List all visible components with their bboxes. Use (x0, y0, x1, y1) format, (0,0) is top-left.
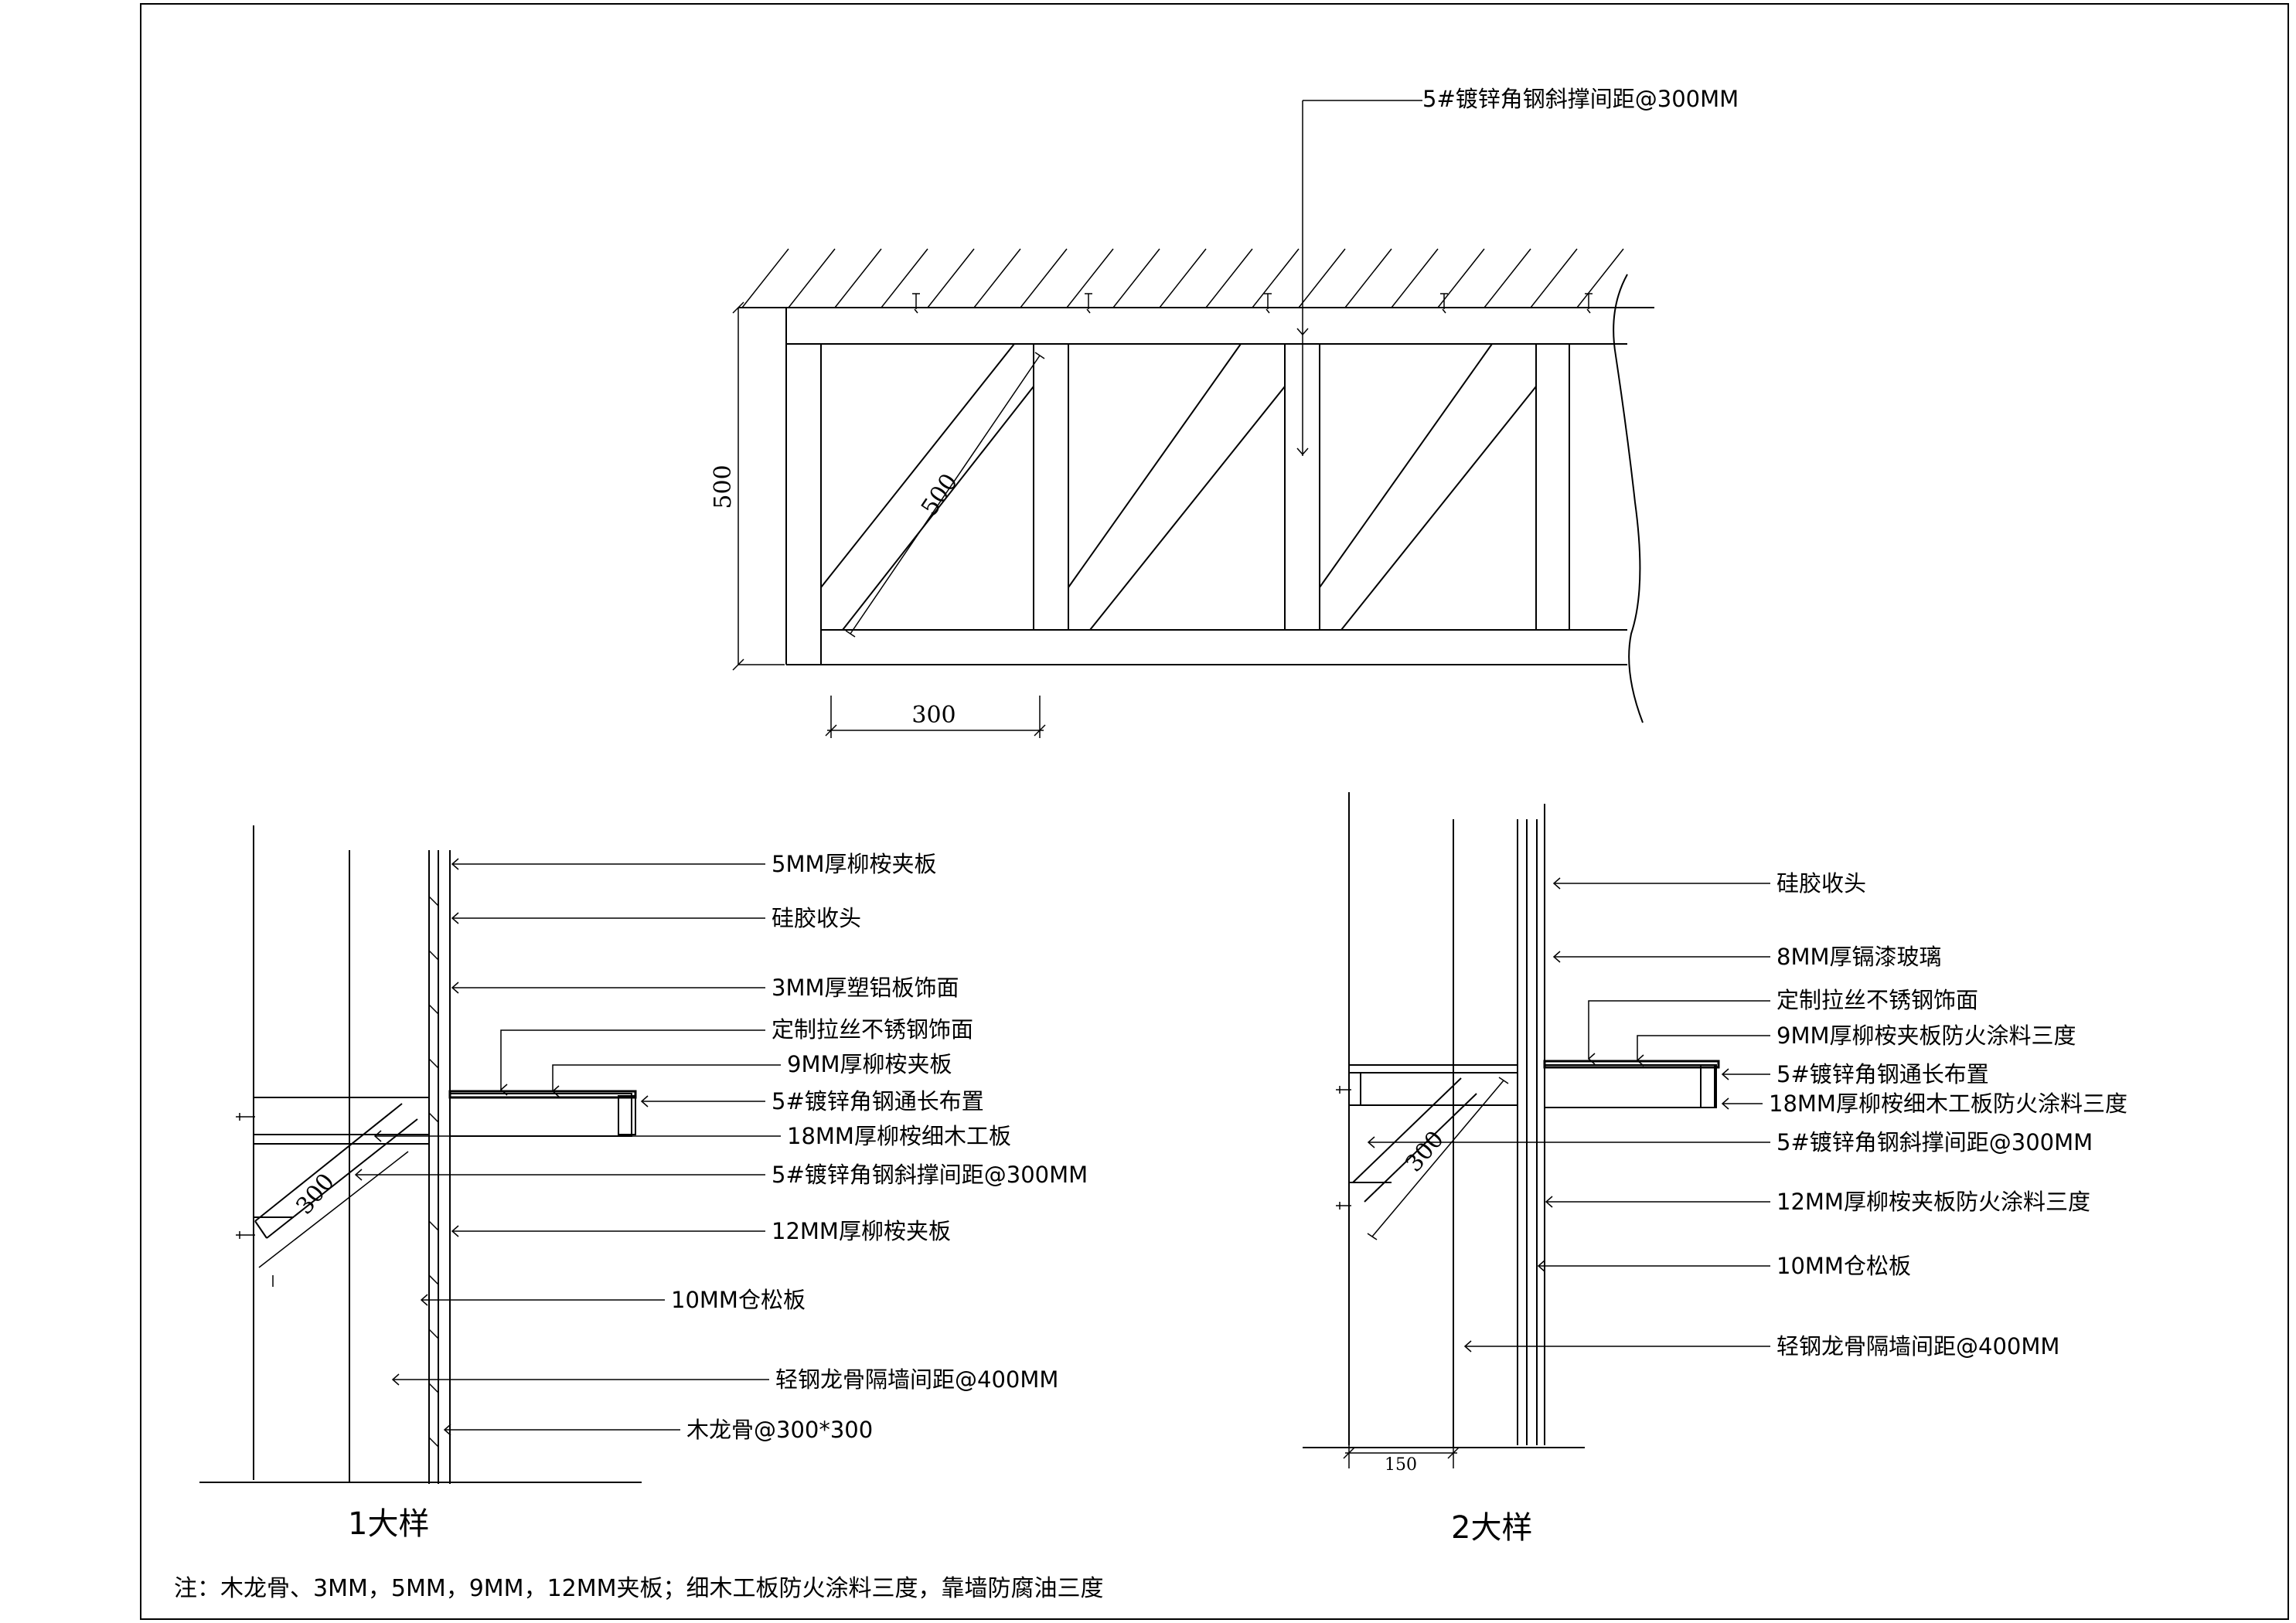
detail-2-brace (1349, 1077, 1477, 1203)
detail-2-bolts (1336, 1086, 1351, 1210)
detail_2-label-2: 定制拉丝不锈钢饰面 (1777, 987, 1978, 1013)
detail_2-label-5: 18MM厚柳桉细木工板防火涂料三度 (1769, 1091, 2127, 1117)
detail_1-arrow-5 (640, 1095, 649, 1108)
detail_2-label-3: 9MM厚柳桉夹板防火涂料三度 (1777, 1022, 2076, 1049)
dim-height-text: 500 (710, 464, 737, 509)
detail_2-arrow-4 (1721, 1068, 1729, 1080)
detail_1-arrow-11 (443, 1424, 451, 1436)
detail-1-leaders (354, 858, 781, 1436)
detail_2-label-8: 10MM仓松板 (1777, 1253, 1911, 1279)
ceiling-hatch (738, 248, 1654, 308)
detail_2-label-7: 12MM厚柳桉夹板防火涂料三度 (1777, 1189, 2090, 1215)
detail_1-arrow-1 (451, 912, 459, 924)
detail_1-label-2: 3MM厚塑铝板饰面 (772, 975, 959, 1001)
detail-2-dim-300 (1367, 1077, 1509, 1240)
detail_1-label-0: 5MM厚柳桉夹板 (772, 851, 937, 877)
detail-1-dim-300 (258, 1151, 409, 1268)
detail_1-arrow-10 (391, 1373, 400, 1386)
detail_1-leader-4 (552, 1064, 781, 1091)
detail_1-arrow-4 (551, 1085, 560, 1097)
detail-2-dim-text: 300 (1400, 1126, 1449, 1177)
detail_2-label-0: 硅胶收头 (1777, 870, 1866, 897)
detail_2-arrow-5 (1721, 1097, 1729, 1110)
top-callout-leader (1296, 100, 1422, 456)
detail-1-brace (254, 1103, 418, 1239)
detail-1-title: 1大样 (348, 1506, 429, 1542)
detail-2-wall (1303, 792, 1585, 1448)
detail_2-arrow-3 (1636, 1054, 1644, 1067)
detail_1-label-1: 硅胶收头 (772, 905, 861, 931)
detail_1-arrow-7 (354, 1169, 363, 1181)
detail_1-label-4: 9MM厚柳桉夹板 (787, 1051, 952, 1077)
steel-frame (785, 308, 1627, 665)
detail_2-leader-3 (1637, 1035, 1770, 1060)
dim-300-horizontal (825, 696, 1046, 738)
general-note: 注：木龙骨、3MM，5MM，9MM，12MM夹板；细木工板防火涂料三度，靠墙防腐… (174, 1575, 1104, 1602)
dim-500-diagonal (845, 352, 1045, 638)
detail-2-title: 2大样 (1451, 1510, 1532, 1546)
detail_1-arrow-0 (451, 858, 459, 870)
detail-1-wall (199, 825, 642, 1484)
detail-1-dim-text: 300 (291, 1169, 340, 1220)
detail_1-label-6: 18MM厚柳桉细木工板 (787, 1123, 1011, 1149)
dim-diagonal-text: 500 (916, 469, 963, 521)
detail_1-label-5: 5#镀锌角钢通长布置 (772, 1088, 984, 1114)
detail_1-label-11: 木龙骨@300*300 (686, 1417, 873, 1443)
detail_1-arrow-6 (373, 1130, 382, 1142)
detail_2-arrow-9 (1463, 1340, 1472, 1352)
detail-1-shelf (254, 1090, 637, 1145)
break-line (1613, 274, 1644, 723)
detail_2-arrow-7 (1545, 1196, 1553, 1208)
detail_2-arrow-1 (1552, 951, 1561, 963)
detail_1-arrow-9 (420, 1294, 428, 1306)
detail_2-leader-2 (1588, 1000, 1770, 1059)
dim-500-vertical (732, 301, 785, 671)
top-elevation: 500 500 300 5#镀锌角钢斜撑间距@300MM (710, 86, 1739, 738)
detail_2-label-1: 8MM厚镉漆玻璃 (1777, 944, 1942, 970)
detail_1-arrow-8 (451, 1225, 459, 1237)
detail_1-leader-3 (500, 1029, 765, 1090)
detail-2-leaders (1367, 877, 1770, 1352)
detail_1-arrow-3 (499, 1084, 508, 1096)
detail_1-label-7: 5#镀锌角钢斜撑间距@300MM (772, 1162, 1088, 1188)
detail-1-bolts (236, 1113, 274, 1287)
detail_2-arrow-6 (1367, 1136, 1375, 1148)
detail_1-label-9: 10MM仓松板 (671, 1287, 806, 1313)
detail_2-label-4: 5#镀锌角钢通长布置 (1777, 1061, 1989, 1087)
dim-width-text: 300 (911, 702, 956, 729)
detail_2-arrow-2 (1587, 1053, 1596, 1065)
detail_2-arrow-0 (1552, 877, 1561, 890)
anchor-bolts (912, 293, 1593, 314)
detail-2-shelf (1349, 1060, 1720, 1108)
detail_2-label-6: 5#镀锌角钢斜撑间距@300MM (1777, 1129, 2093, 1155)
detail-2-dim-width-text: 150 (1385, 1455, 1417, 1475)
detail_2-arrow-8 (1537, 1260, 1545, 1272)
detail-2-dim-150 (1343, 1445, 1460, 1468)
top-callout-text: 5#镀锌角钢斜撑间距@300MM (1422, 86, 1739, 112)
detail_1-label-8: 12MM厚柳桉夹板 (772, 1218, 951, 1244)
detail_2-label-9: 轻钢龙骨隔墙间距@400MM (1777, 1333, 2059, 1359)
detail_1-label-3: 定制拉丝不锈钢饰面 (772, 1016, 973, 1043)
sheet-border (140, 3, 2289, 1620)
detail-1-battens (428, 896, 439, 1448)
detail_1-arrow-2 (451, 982, 459, 994)
detail_1-label-10: 轻钢龙骨隔墙间距@400MM (775, 1366, 1058, 1393)
